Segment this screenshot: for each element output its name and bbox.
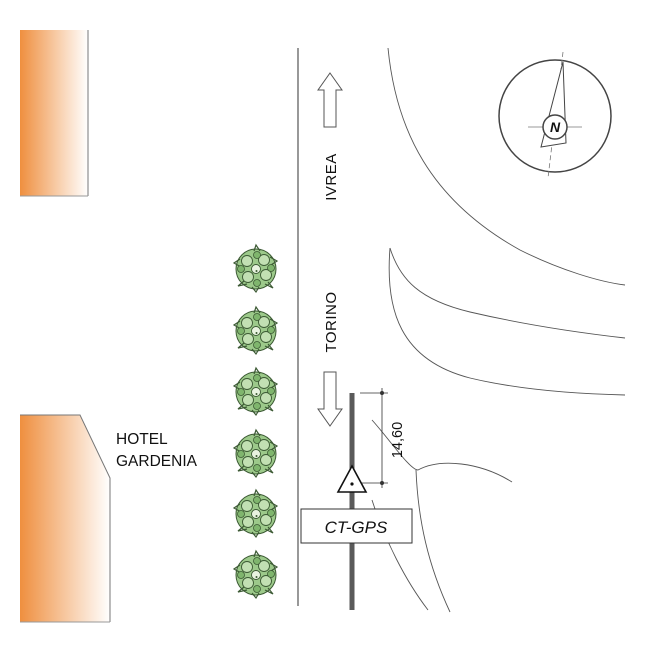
triangle-survey-marker-icon	[336, 464, 368, 493]
tree-icon	[233, 489, 278, 538]
hotel-label-line1: HOTEL	[116, 431, 168, 448]
road-curve-lower-right	[415, 469, 451, 613]
tree-icon	[233, 367, 278, 416]
building-top-left	[20, 30, 88, 196]
dimension-dot-bottom	[380, 481, 384, 485]
station-label: CT-GPS	[325, 518, 388, 537]
hotel-building	[20, 415, 110, 622]
road-curve-middle-inner	[388, 247, 626, 396]
hotel-building-edge	[20, 414, 111, 622]
road-curve-bottom	[371, 419, 513, 483]
road-curve-top	[387, 47, 626, 286]
dimension-dot-top	[380, 391, 384, 395]
dimension-label: 14,60	[390, 422, 406, 458]
compass-rose-icon	[498, 51, 612, 179]
survey-marker-dot	[350, 482, 354, 486]
hotel-label-line2: GARDENIA	[116, 453, 198, 470]
tree-icon	[233, 429, 278, 478]
direction-arrow-icon	[317, 72, 343, 128]
station-label-box	[300, 508, 413, 544]
road-label-torino: TORINO	[323, 291, 340, 352]
compass-north-label: N	[550, 119, 561, 135]
road-label-ivrea: IVREA	[323, 153, 340, 201]
direction-arrow-icon	[317, 371, 343, 427]
road-curve-middle-outer	[389, 247, 626, 339]
tree-icon	[233, 306, 278, 355]
tree-icon	[233, 550, 278, 599]
tree-icon	[233, 244, 278, 293]
